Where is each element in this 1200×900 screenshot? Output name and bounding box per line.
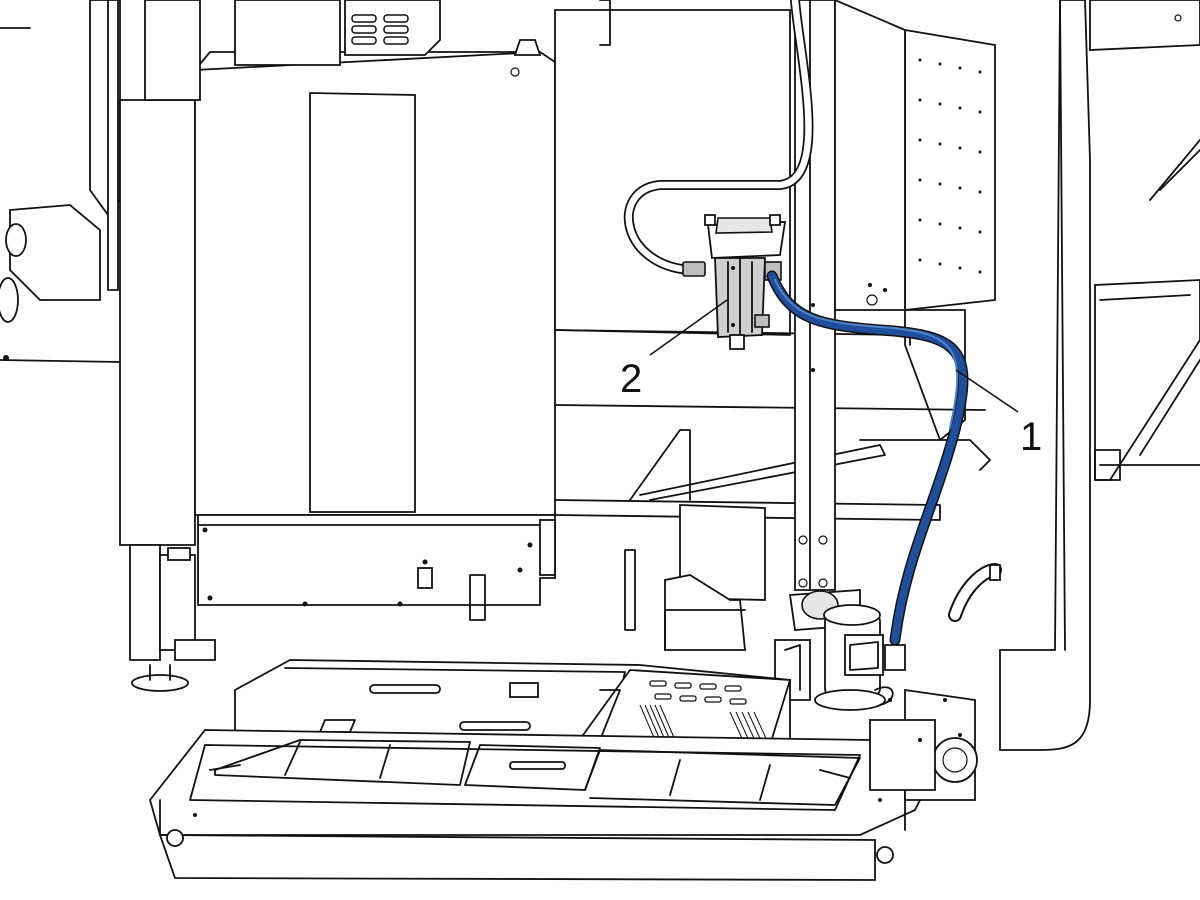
return-line: [623, 0, 814, 275]
left-background-structure: [0, 0, 121, 363]
coolant-hose: [766, 270, 969, 646]
callout-leaders: [649, 299, 1019, 413]
coolant-pump-icon: [774, 589, 906, 711]
control-cabinet: [119, 0, 556, 692]
callout-leader-2: [649, 299, 728, 356]
right-caster: [869, 688, 978, 801]
callout-label-2: 2: [620, 357, 642, 401]
hose-highlight: [774, 279, 959, 429]
callout-leader-1: [955, 369, 1019, 413]
vertical-column: [794, 0, 906, 591]
coolant-tray: [149, 659, 937, 881]
hose-body: [768, 272, 967, 644]
right-side-structure: [999, 0, 1200, 751]
callout-label-1: 1: [1020, 415, 1042, 459]
tray-handle: [948, 563, 1002, 622]
filter-housing-icon: [682, 214, 787, 350]
